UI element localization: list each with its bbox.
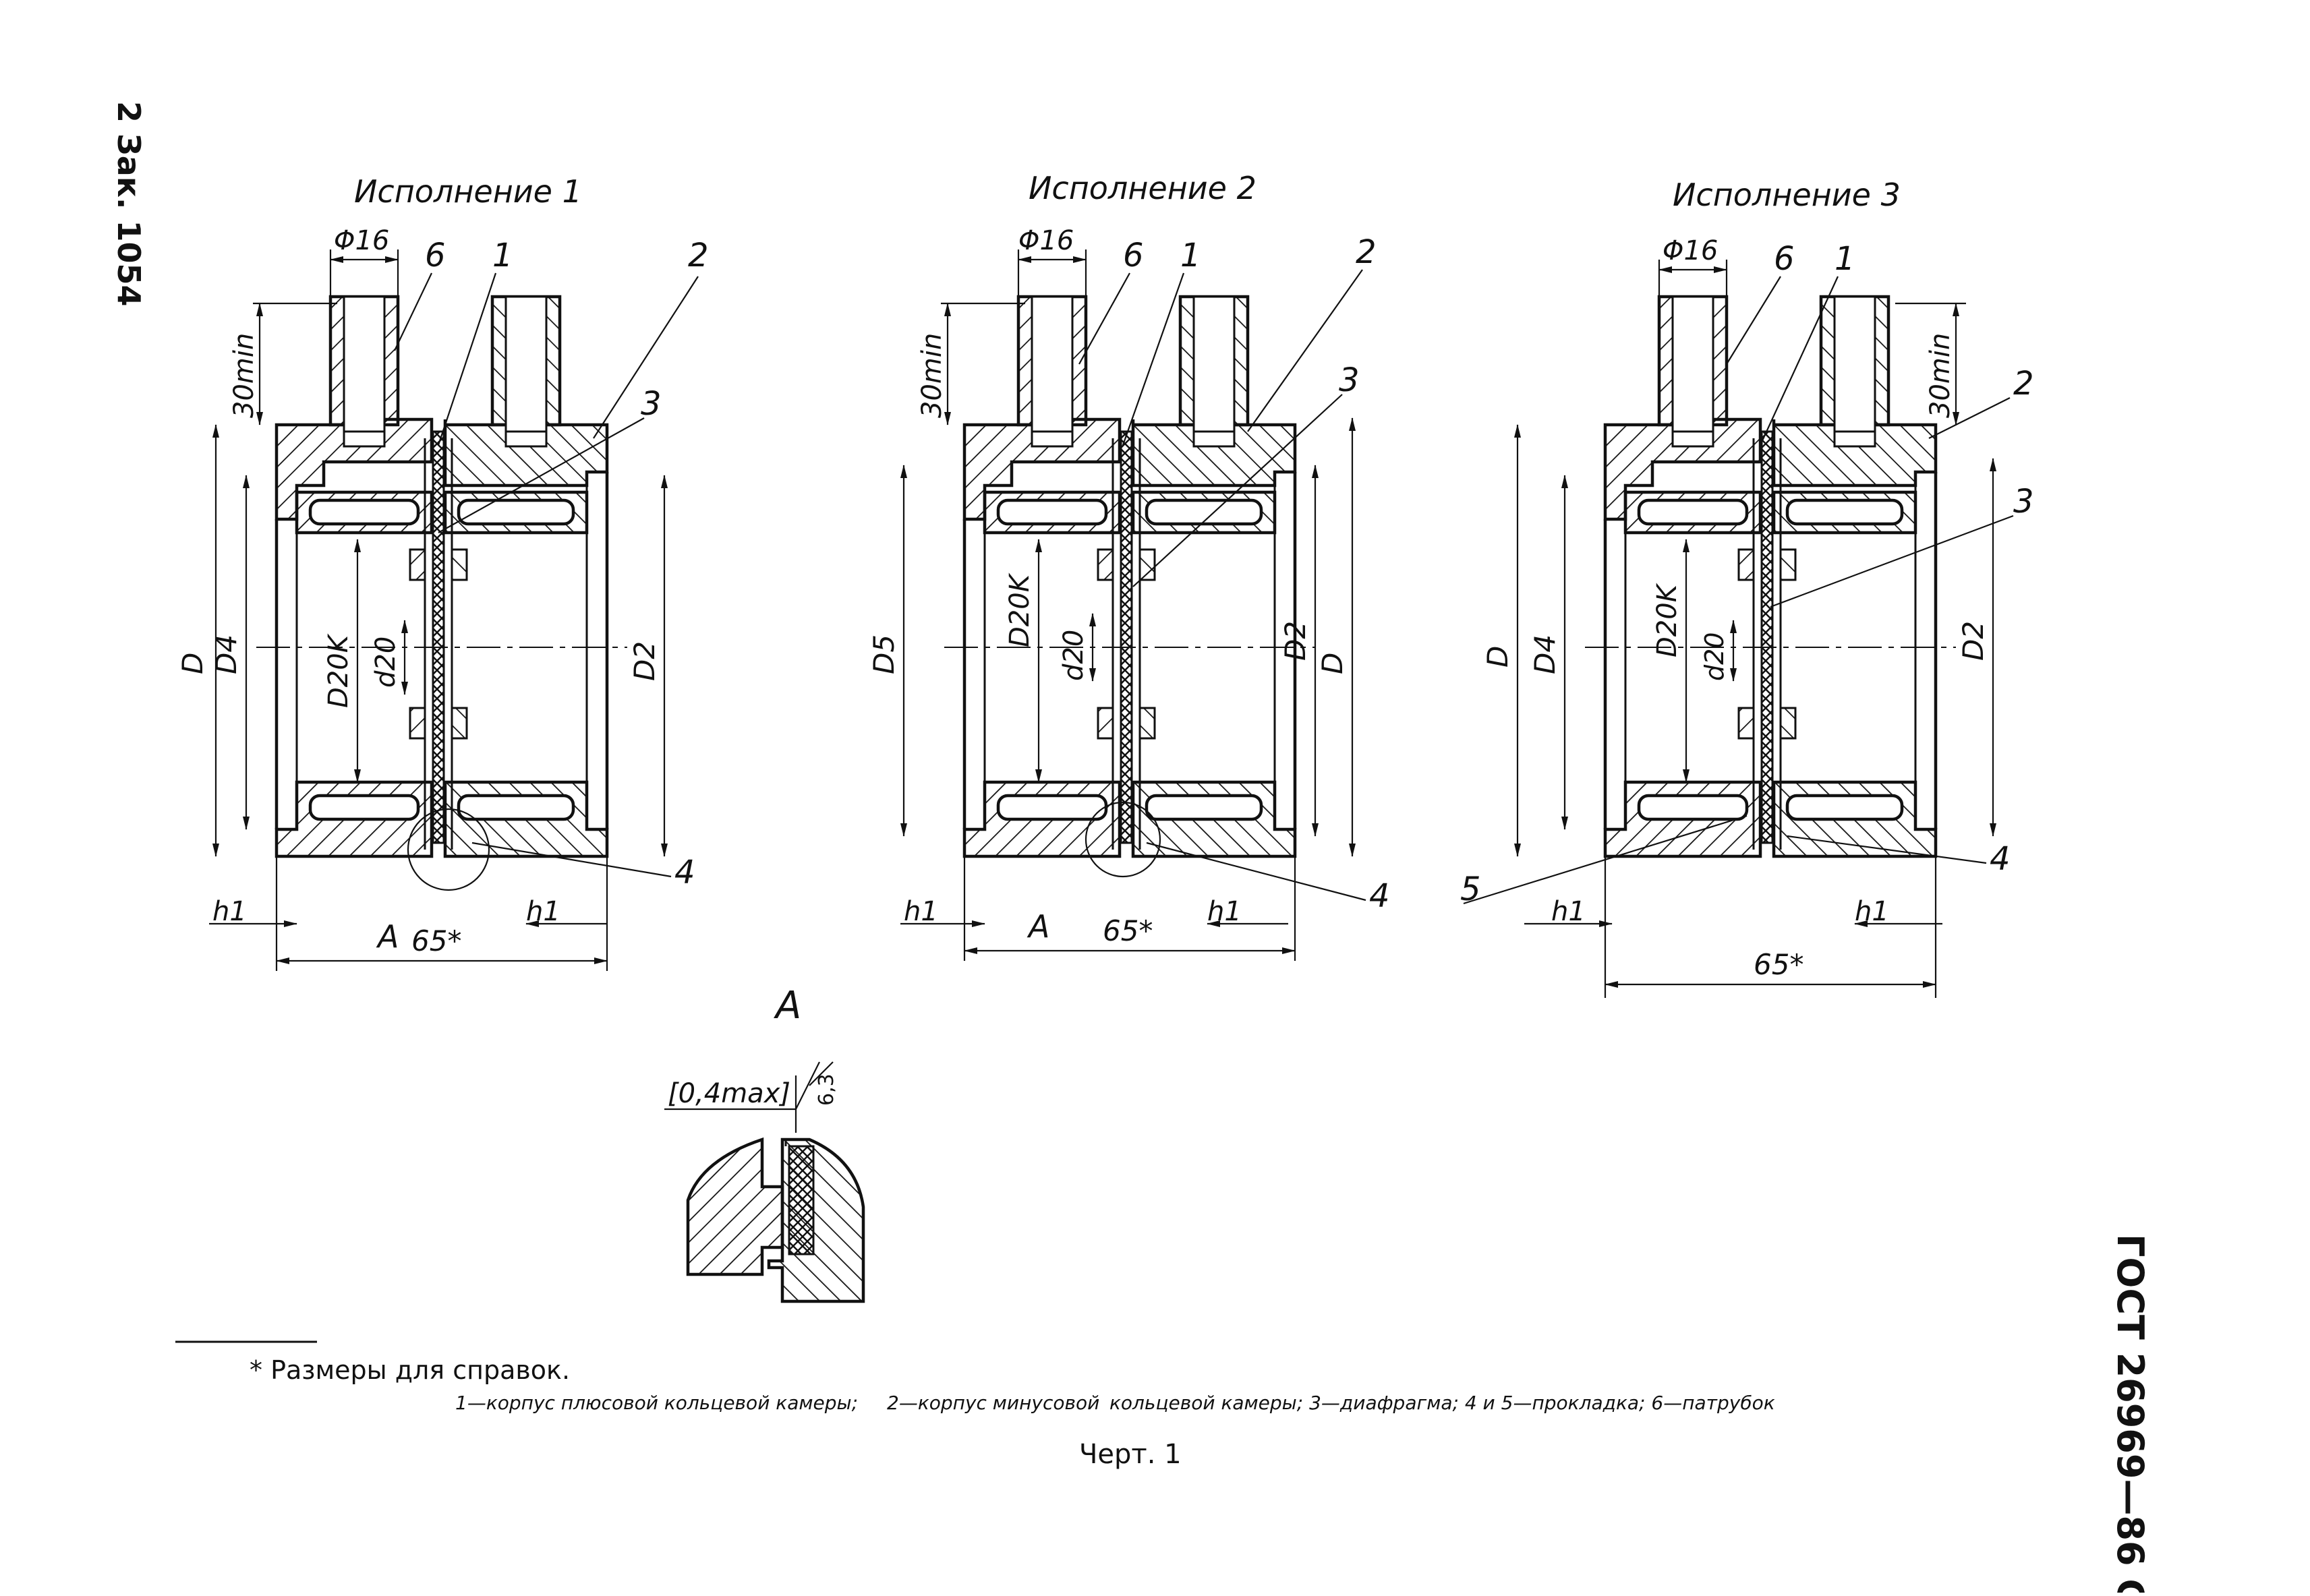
view-1-callout-1: 1 [492,237,513,274]
view-3-dim-D2: D2 [1957,621,1990,661]
view-3-dim-D20k: D20K [1652,583,1683,657]
view-1-h1-right: h1 [526,896,560,927]
view-3-callout-1: 1 [1835,240,1855,278]
view-1-callout-2: 2 [688,237,709,274]
view-1-detail-mark: A [376,918,399,955]
view-3-h1-right: h1 [1855,896,1889,927]
view-1-section [256,297,627,856]
view-1-h1-left: h1 [212,896,247,927]
view-2-callout-6: 6 [1123,237,1144,274]
view-3-bore: Φ16 [1663,235,1718,266]
standard-reference: ГОСТ 26969—86 С. 3 [2109,1234,2152,1593]
view-2-dim-D: D [1316,653,1349,674]
view-2-callout-4: 4 [1369,877,1390,915]
view-1-dim-D: D [176,653,209,674]
view-3-callout-3: 3 [2013,483,2034,521]
view-1-min-length: 30min [229,333,260,418]
view-2-dim-d20: d20 [1058,630,1089,681]
legend-part-1: 1—корпус плюсовой кольцевой камеры; [455,1392,858,1414]
view-2-callout-2: 2 [1356,233,1377,271]
view-3-callout-6: 6 [1774,240,1795,278]
view-2-dim-D2: D2 [1279,621,1312,661]
view-2-detail-mark: A [1027,908,1049,945]
detail-a-title: A [774,984,801,1028]
margin-note: 2 Зак. 1054 [111,101,147,306]
view-2-dim-D5: D5 [867,634,900,674]
view-2-section [944,297,1315,856]
legend-part-2: 2—корпус минусовой [887,1392,1099,1414]
view-1-dim-D20k: D20K [323,633,354,708]
view-3-callout-2: 2 [2013,365,2034,403]
view-1-width: 65* [411,924,461,957]
view-2-width: 65* [1103,914,1153,947]
view-3-h1-left: h1 [1551,896,1586,927]
detail-a-roughness: 6,3 [815,1073,838,1106]
view-1-dim-d20: d20 [370,637,401,688]
view-2-bore: Φ16 [1018,225,1074,256]
legend-part-3: кольцевой камеры; 3—диафрагма; 4 и 5—про… [1109,1392,1775,1414]
view-2-dim-D20k: D20K [1004,572,1035,647]
view-1-bore: Φ16 [334,225,389,256]
view-3-callout-4: 4 [1990,840,2011,878]
view-3: Исполнение 3 Φ16 30min D D4 D20K d20 D2 … [1460,177,2034,998]
view-3-title: Исполнение 3 [1673,177,1901,213]
view-1-callout-6: 6 [425,237,446,274]
view-2-callout-3: 3 [1339,361,1360,399]
view-1-callout-3: 3 [641,385,662,423]
view-3-min-length: 30min [1925,333,1956,418]
view-1-dim-D2: D2 [628,641,661,681]
view-3-dim-D4: D4 [1528,634,1561,674]
view-2: Исполнение 2 Φ16 30min D5 D20K d20 D2 D … [867,170,1390,961]
view-1-dim-D4: D4 [210,634,243,674]
view-1: Исполнение 1 Φ16 30min D D4 D20K d20 D2 … [176,173,709,971]
view-2-h1-right: h1 [1207,896,1242,927]
detail-a-gap: [0,4max] [668,1078,790,1109]
view-3-section [1585,297,1956,856]
view-1-title: Исполнение 1 [354,173,582,210]
footnote: * Размеры для справок. [250,1355,570,1385]
view-3-width: 65* [1754,948,1803,981]
detail-a: A [0,4max] 6,3 [664,984,865,1303]
figure-caption: Черт. 1 [1079,1439,1182,1470]
view-2-title: Исполнение 2 [1029,170,1257,206]
view-1-callout-4: 4 [674,854,695,891]
view-2-min-length: 30min [917,333,948,418]
view-3-callout-5: 5 [1460,870,1481,908]
view-2-callout-1: 1 [1180,237,1201,274]
view-3-dim-d20: d20 [1700,632,1729,681]
view-2-h1-left: h1 [904,896,938,927]
view-3-dim-D: D [1481,646,1514,668]
